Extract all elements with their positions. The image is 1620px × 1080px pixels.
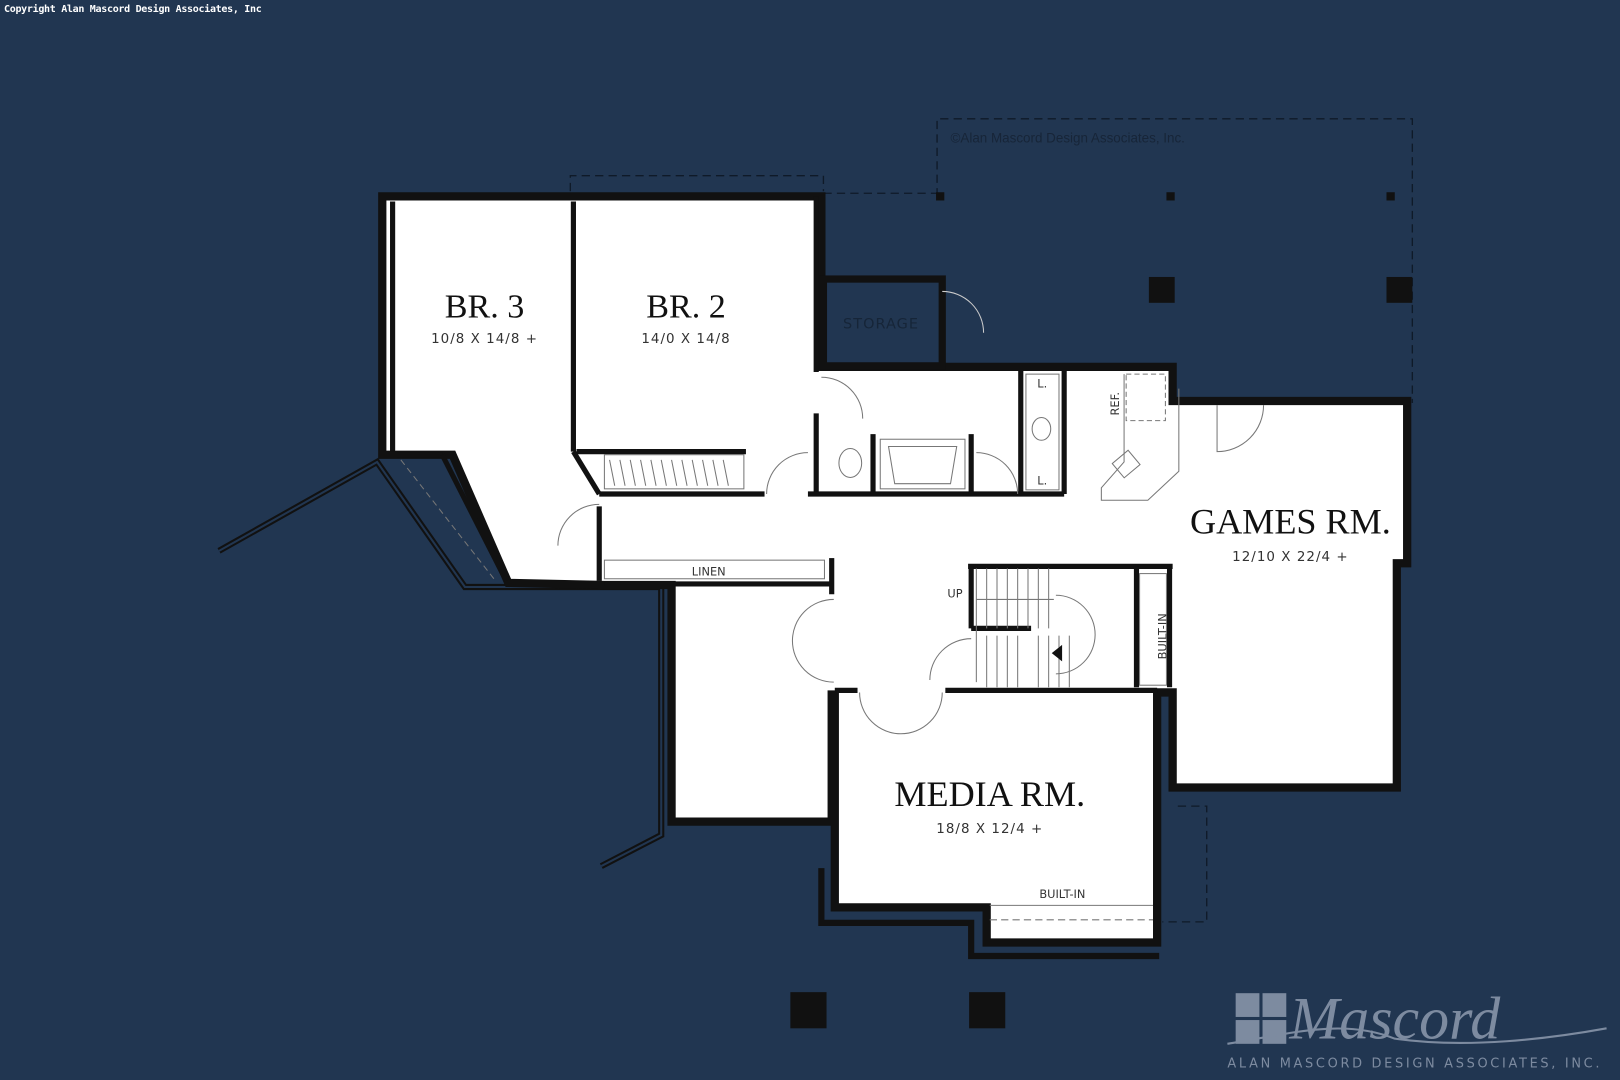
copyright-text: Copyright Alan Mascord Design Associates…	[4, 4, 262, 15]
interior-walls	[390, 196, 1173, 693]
built-in-media-label: BUILT-IN	[1039, 887, 1085, 901]
window-logo-icon	[1235, 993, 1287, 1044]
posts	[790, 192, 1413, 1029]
room-name-media: MEDIA RM.	[894, 774, 1085, 814]
storage-room: STORAGE	[819, 275, 985, 370]
porch-outline	[569, 118, 1414, 923]
room-dims-br3: 10/8 X 14/8 +	[431, 332, 538, 347]
room-name-br2: BR. 2	[646, 288, 726, 325]
lav-label-2: L.	[1037, 474, 1047, 488]
mascord-logo: Mascord ALAN MASCORD DESIGN ASSOCIATES, …	[1227, 986, 1607, 1072]
room-dims-games: 12/10 X 22/4 +	[1232, 550, 1349, 565]
room-dims-media: 18/8 X 12/4 +	[936, 822, 1043, 837]
room-labels: BR. 3 10/8 X 14/8 + BR. 2 14/0 X 14/8 GA…	[431, 288, 1391, 901]
up-label: UP	[947, 586, 962, 600]
storage-label: STORAGE	[843, 317, 919, 333]
watermark-text: ©Alan Mascord Design Associates, Inc.	[951, 131, 1185, 146]
ref-label: REF.	[1108, 392, 1122, 415]
room-dims-br2: 14/0 X 14/8	[641, 332, 730, 347]
logo-script: Mascord	[1288, 986, 1501, 1052]
room-name-games: GAMES RM.	[1190, 501, 1391, 541]
lav-label-1: L.	[1037, 377, 1047, 391]
logo-company: ALAN MASCORD DESIGN ASSOCIATES, INC.	[1227, 1057, 1602, 1072]
fixtures	[400, 373, 1265, 921]
room-name-br3: BR. 3	[445, 288, 525, 325]
linen-label: LINEN	[692, 565, 726, 579]
built-in-stair-label: BUILT-IN	[1155, 613, 1169, 659]
stair-arrow-icon	[1051, 644, 1063, 662]
